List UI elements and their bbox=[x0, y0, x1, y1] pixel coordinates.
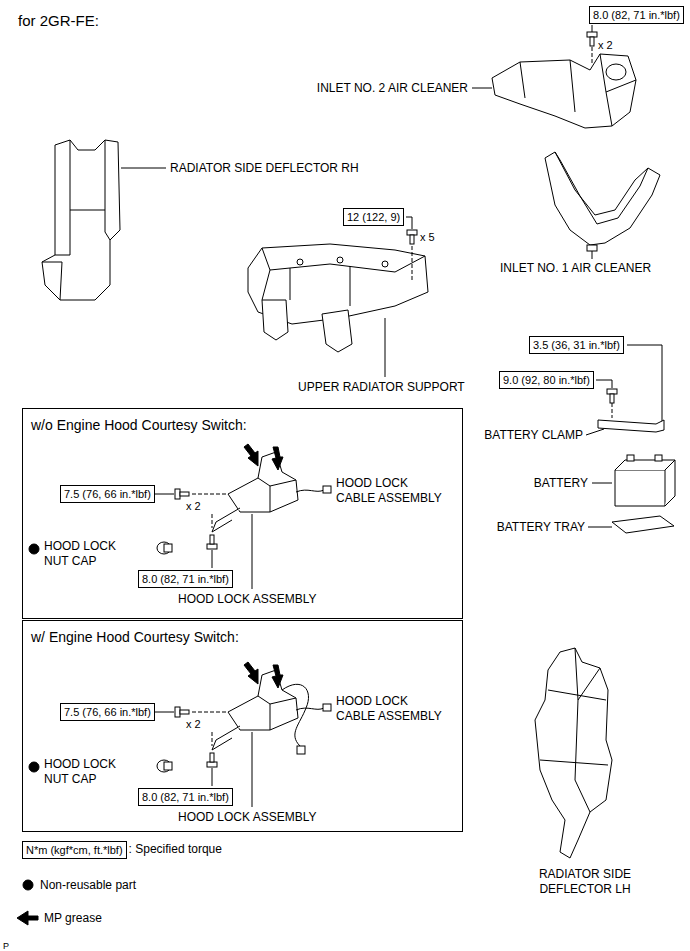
part-label: BATTERY TRAY bbox=[497, 520, 585, 535]
part-label: RADIATOR SIDE DEFLECTOR RH bbox=[170, 161, 359, 176]
legend-text: MP grease bbox=[44, 911, 102, 926]
part-label: HOOD LOCK ASSEMBLY bbox=[178, 810, 317, 825]
part-label: HOOD LOCK CABLE ASSEMBLY bbox=[336, 694, 448, 724]
torque-spec-box: 7.5 (76, 66 in.*lbf) bbox=[60, 485, 155, 503]
torque-value: 8.0 (82, 71 in.*lbf) bbox=[142, 572, 229, 586]
part-label: HOOD LOCK CABLE ASSEMBLY bbox=[336, 476, 448, 506]
figure-code: P bbox=[3, 939, 9, 951]
part-label: BATTERY CLAMP bbox=[484, 428, 583, 443]
quantity-label: x 2 bbox=[598, 38, 613, 53]
part-label: UPPER RADIATOR SUPPORT bbox=[298, 380, 465, 395]
part-label: HOOD LOCK ASSEMBLY bbox=[178, 592, 317, 607]
torque-spec-box: 12 (122, 9) bbox=[343, 208, 404, 226]
torque-value: 9.0 (92, 80 in.*lbf) bbox=[503, 373, 590, 387]
torque-value: N*m (kgf*cm, ft.*lbf) bbox=[26, 843, 123, 857]
torque-spec-box: 7.5 (76, 66 in.*lbf) bbox=[60, 703, 155, 721]
torque-value: 7.5 (76, 66 in.*lbf) bbox=[64, 705, 151, 719]
torque-spec-box: 9.0 (92, 80 in.*lbf) bbox=[499, 371, 594, 389]
torque-value: 7.5 (76, 66 in.*lbf) bbox=[64, 487, 151, 501]
part-label: INLET NO. 2 AIR CLEANER bbox=[317, 81, 468, 96]
quantity-label: x 2 bbox=[186, 717, 201, 732]
torque-spec-box: 8.0 (82, 71 in.*lbf) bbox=[138, 570, 233, 588]
quantity-label: x 2 bbox=[186, 499, 201, 514]
diagram-title: for 2GR-FE: bbox=[18, 12, 99, 30]
variant-panel: w/ Engine Hood Courtesy Switch: 7.5 (76, … bbox=[22, 620, 463, 832]
torque-value: 12 (122, 9) bbox=[347, 210, 400, 224]
legend-torque-box: N*m (kgf*cm, ft.*lbf) bbox=[22, 841, 127, 859]
panel-heading: w/ Engine Hood Courtesy Switch: bbox=[23, 621, 462, 646]
torque-spec-box: 8.0 (82, 71 in.*lbf) bbox=[138, 788, 233, 806]
variant-panel: w/o Engine Hood Courtesy Switch: 7.5 (76,… bbox=[22, 408, 463, 619]
panel-heading: w/o Engine Hood Courtesy Switch: bbox=[23, 409, 462, 434]
legend-text: Non-reusable part bbox=[40, 878, 136, 893]
legend-text: : Specified torque bbox=[129, 842, 222, 857]
torque-value: 8.0 (82, 71 in.*lbf) bbox=[142, 790, 229, 804]
part-label: HOOD LOCK NUT CAP bbox=[44, 757, 128, 787]
part-label: HOOD LOCK NUT CAP bbox=[44, 539, 128, 569]
part-label: BATTERY bbox=[534, 476, 588, 491]
part-label: RADIATOR SIDE DEFLECTOR LH bbox=[522, 867, 648, 897]
torque-spec-box: 3.5 (36, 31 in.*lbf) bbox=[529, 336, 624, 354]
torque-spec-box: 8.0 (82, 71 in.*lbf) bbox=[589, 6, 684, 24]
part-label: INLET NO. 1 AIR CLEANER bbox=[500, 261, 651, 276]
quantity-label: x 5 bbox=[420, 230, 435, 245]
torque-value: 8.0 (82, 71 in.*lbf) bbox=[593, 8, 680, 22]
torque-value: 3.5 (36, 31 in.*lbf) bbox=[533, 338, 620, 352]
